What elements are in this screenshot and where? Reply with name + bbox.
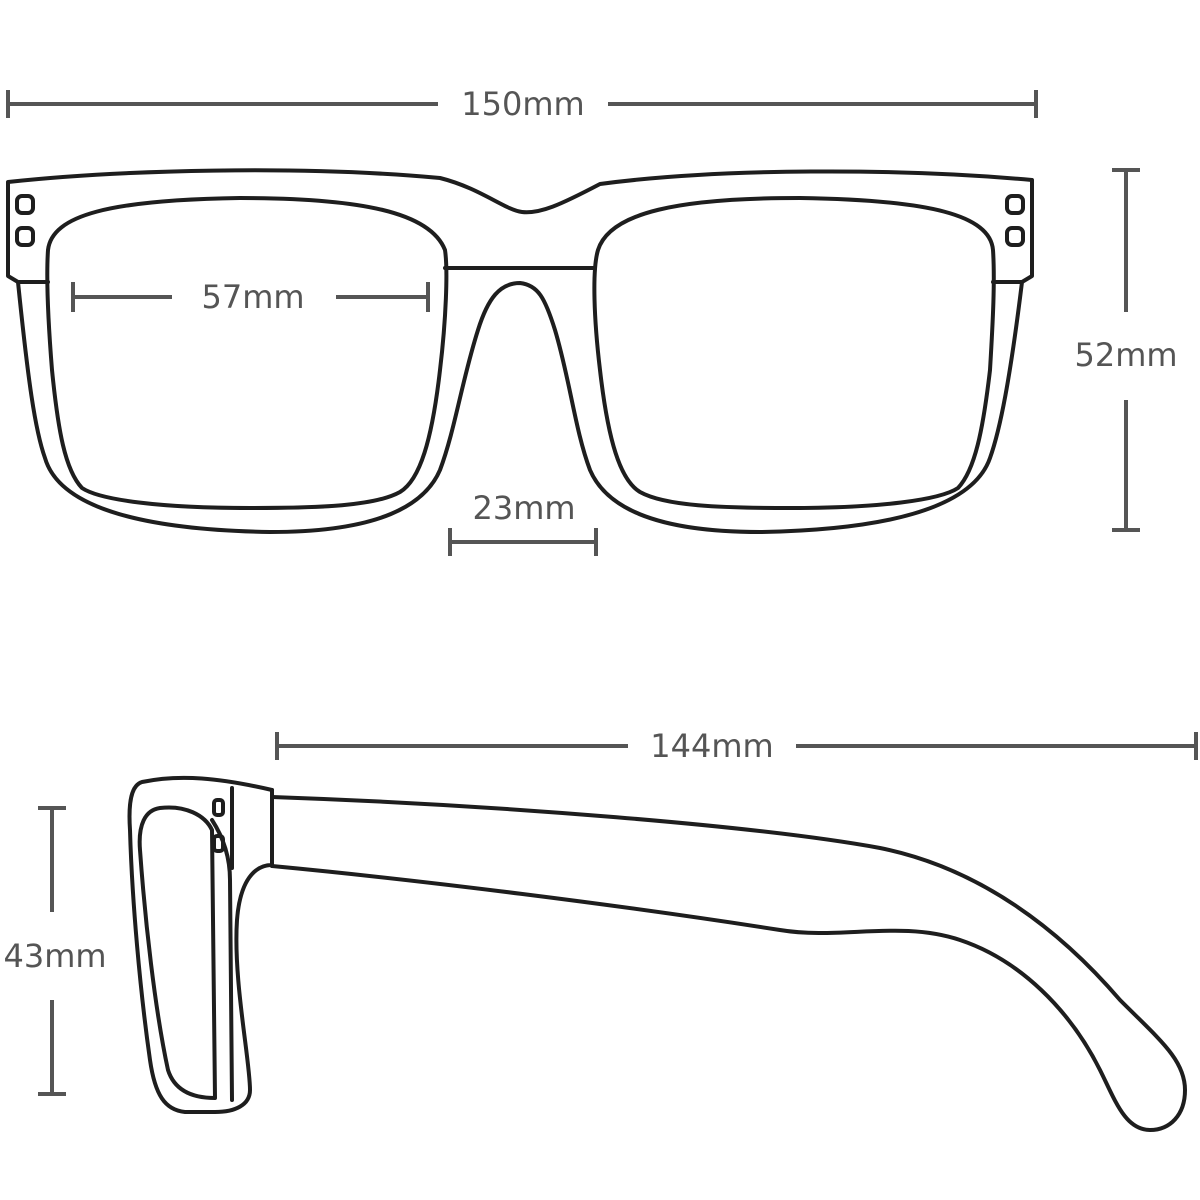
right-rivet-bottom bbox=[1005, 226, 1025, 247]
total-width-label: 150mm bbox=[461, 85, 584, 123]
side-front-outline bbox=[127, 775, 274, 1114]
right-lens-outline bbox=[592, 196, 996, 510]
left-rivet-bottom bbox=[15, 226, 35, 247]
side-lens-outline bbox=[137, 805, 217, 1100]
right-rivet-top bbox=[1005, 194, 1025, 215]
side-height-label: 43mm bbox=[3, 937, 106, 975]
dimension-lens-height: 52mm bbox=[1074, 168, 1178, 532]
left-lens-outline bbox=[45, 196, 449, 510]
dimension-lens-width: 57mm bbox=[71, 278, 430, 316]
front-view bbox=[6, 168, 1034, 534]
temple-arm-outline bbox=[270, 795, 1187, 1132]
dimension-bridge-width: 23mm bbox=[448, 489, 598, 556]
dimension-side-height: 43mm bbox=[3, 806, 107, 1096]
side-rivet-bottom bbox=[212, 834, 225, 853]
left-rivet-top bbox=[15, 194, 35, 215]
side-view bbox=[127, 775, 1187, 1132]
dimension-temple-length: 144mm bbox=[275, 727, 1198, 765]
front-frame-outline bbox=[6, 168, 1034, 534]
temple-length-label: 144mm bbox=[650, 727, 773, 765]
bridge-width-label: 23mm bbox=[472, 489, 575, 527]
lens-height-label: 52mm bbox=[1074, 336, 1177, 374]
dimension-total-width: 150mm bbox=[6, 85, 1038, 123]
side-rivet-top bbox=[212, 798, 225, 817]
side-step-line bbox=[210, 818, 234, 1102]
lens-width-label: 57mm bbox=[201, 278, 304, 316]
